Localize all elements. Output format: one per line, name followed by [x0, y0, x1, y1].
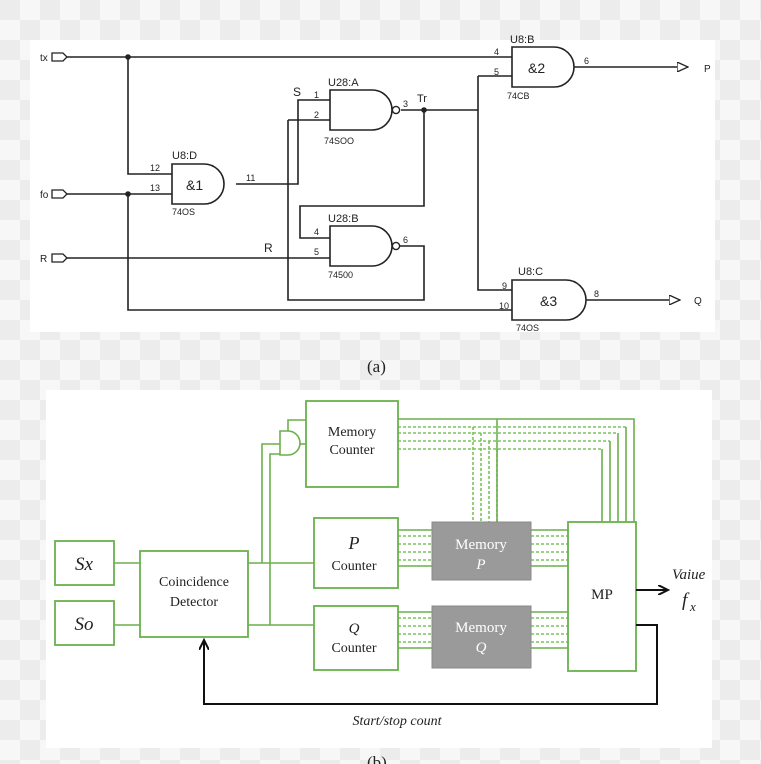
and-gate-symbol: [279, 430, 301, 456]
coincidence-label-2: Detector: [170, 595, 219, 610]
memory-q-label-2: Q: [476, 640, 487, 656]
gate-u8d-part: 74OS: [172, 207, 195, 217]
circuit-wires: [67, 54, 688, 311]
block-memory-counter: [305, 400, 399, 488]
input-port-r: [51, 253, 68, 263]
caption-a: (a): [367, 357, 386, 376]
output-label-q: Q: [694, 296, 702, 307]
block-q-counter: [313, 605, 399, 671]
gate-u8d-symbol: &1: [186, 177, 203, 193]
panel-a-logic-circuit: tx fo R U8:D &1: [30, 34, 715, 333]
input-port-tx: [51, 52, 68, 62]
signal-label-s: S: [293, 85, 301, 99]
memory-counter-label-2: Counter: [329, 443, 374, 458]
gate-u8c-name: U8:C: [518, 266, 543, 278]
gate-u28a-name: U28:A: [328, 77, 359, 89]
gate-u8d: U8:D &1 74OS 12 13 11: [150, 150, 255, 217]
gate-u8c-pin-9: 9: [502, 281, 507, 291]
block-memory-p: [431, 521, 532, 581]
memory-q-label-1: Memory: [455, 620, 507, 636]
gate-u28a-pin-3: 3: [403, 99, 408, 109]
block-memory-q: [431, 605, 532, 669]
feedback-label: Start/stop count: [352, 714, 442, 729]
gate-u28a-part: 74SOO: [324, 136, 354, 146]
signal-label-tr: Tr: [417, 93, 427, 105]
gate-u28b: U28:B 74500 4 5 6: [314, 213, 408, 280]
gate-u28b-pin-4: 4: [314, 227, 319, 237]
gate-u8d-name: U8:D: [172, 150, 197, 162]
block-so-label: So: [75, 614, 94, 635]
gate-u8c: U8:C &3 74OS 9 10 8: [499, 266, 599, 333]
gate-u8b-pin-5: 5: [494, 67, 499, 77]
gate-u8b-name: U8:B: [510, 34, 534, 46]
mp-label: MP: [591, 587, 613, 603]
memory-counter-label-1: Memory: [328, 425, 376, 440]
data-bus-lines: [398, 418, 635, 649]
q-counter-label-2: Counter: [331, 641, 376, 656]
block-sx-label: Sx: [75, 554, 94, 575]
input-label-tx: tx: [40, 53, 48, 64]
gate-u8b-pin-6: 6: [584, 56, 589, 66]
input-port-fo: [51, 189, 68, 199]
memory-p-label-2: P: [475, 557, 485, 573]
output-label-p: P: [704, 64, 711, 75]
block-p-counter: [313, 517, 399, 589]
input-label-r: R: [40, 254, 47, 265]
block-mp: [567, 521, 637, 672]
gate-u8d-pin-13: 13: [150, 183, 160, 193]
memory-p-label-1: Memory: [455, 537, 507, 553]
gate-u8d-pin-11: 11: [246, 173, 255, 183]
output-label-f: f: [682, 590, 690, 611]
signal-label-r: R: [264, 241, 273, 255]
p-counter-label-2: Counter: [331, 559, 376, 574]
p-counter-label-1: P: [348, 533, 360, 553]
q-counter-label-1: Q: [349, 621, 360, 637]
gate-u8b-symbol: &2: [528, 60, 545, 76]
gate-u28b-pin-5: 5: [314, 247, 319, 257]
gate-u8c-part: 74OS: [516, 323, 539, 333]
panel-b-block-diagram: Sx So Coincidence Detector Memory Counte…: [46, 390, 712, 748]
gate-u28a: U28:A 74SOO 1 2 3: [314, 77, 408, 146]
gate-u8d-pin-12: 12: [150, 163, 160, 173]
block-coincidence-detector: [139, 550, 249, 638]
gate-u8b: U8:B &2 74CB 4 5 6: [494, 34, 589, 101]
caption-b: (b): [367, 753, 387, 764]
gate-u28a-pin-2: 2: [314, 110, 319, 120]
input-label-fo: fo: [40, 190, 49, 201]
gate-u28b-part: 74500: [328, 270, 353, 280]
output-label-value: Vaiue: [672, 567, 706, 583]
gate-u28b-pin-6: 6: [403, 235, 408, 245]
gate-u8b-part: 74CB: [507, 91, 530, 101]
block-so: [54, 600, 115, 646]
gate-u8c-pin-8: 8: [594, 289, 599, 299]
control-wiring: [114, 419, 314, 626]
output-label-fx-subscript: x: [689, 599, 696, 614]
gate-u8b-pin-4: 4: [494, 47, 499, 57]
gate-u8c-pin-10: 10: [499, 301, 509, 311]
panel-a-background: [30, 40, 715, 332]
block-sx: [54, 540, 115, 586]
coincidence-label-1: Coincidence: [159, 575, 229, 590]
gate-u8c-symbol: &3: [540, 293, 557, 309]
gate-u28a-pin-1: 1: [314, 90, 319, 100]
start-stop-feedback-arrow: [204, 624, 658, 705]
gate-u28b-name: U28:B: [328, 213, 359, 225]
